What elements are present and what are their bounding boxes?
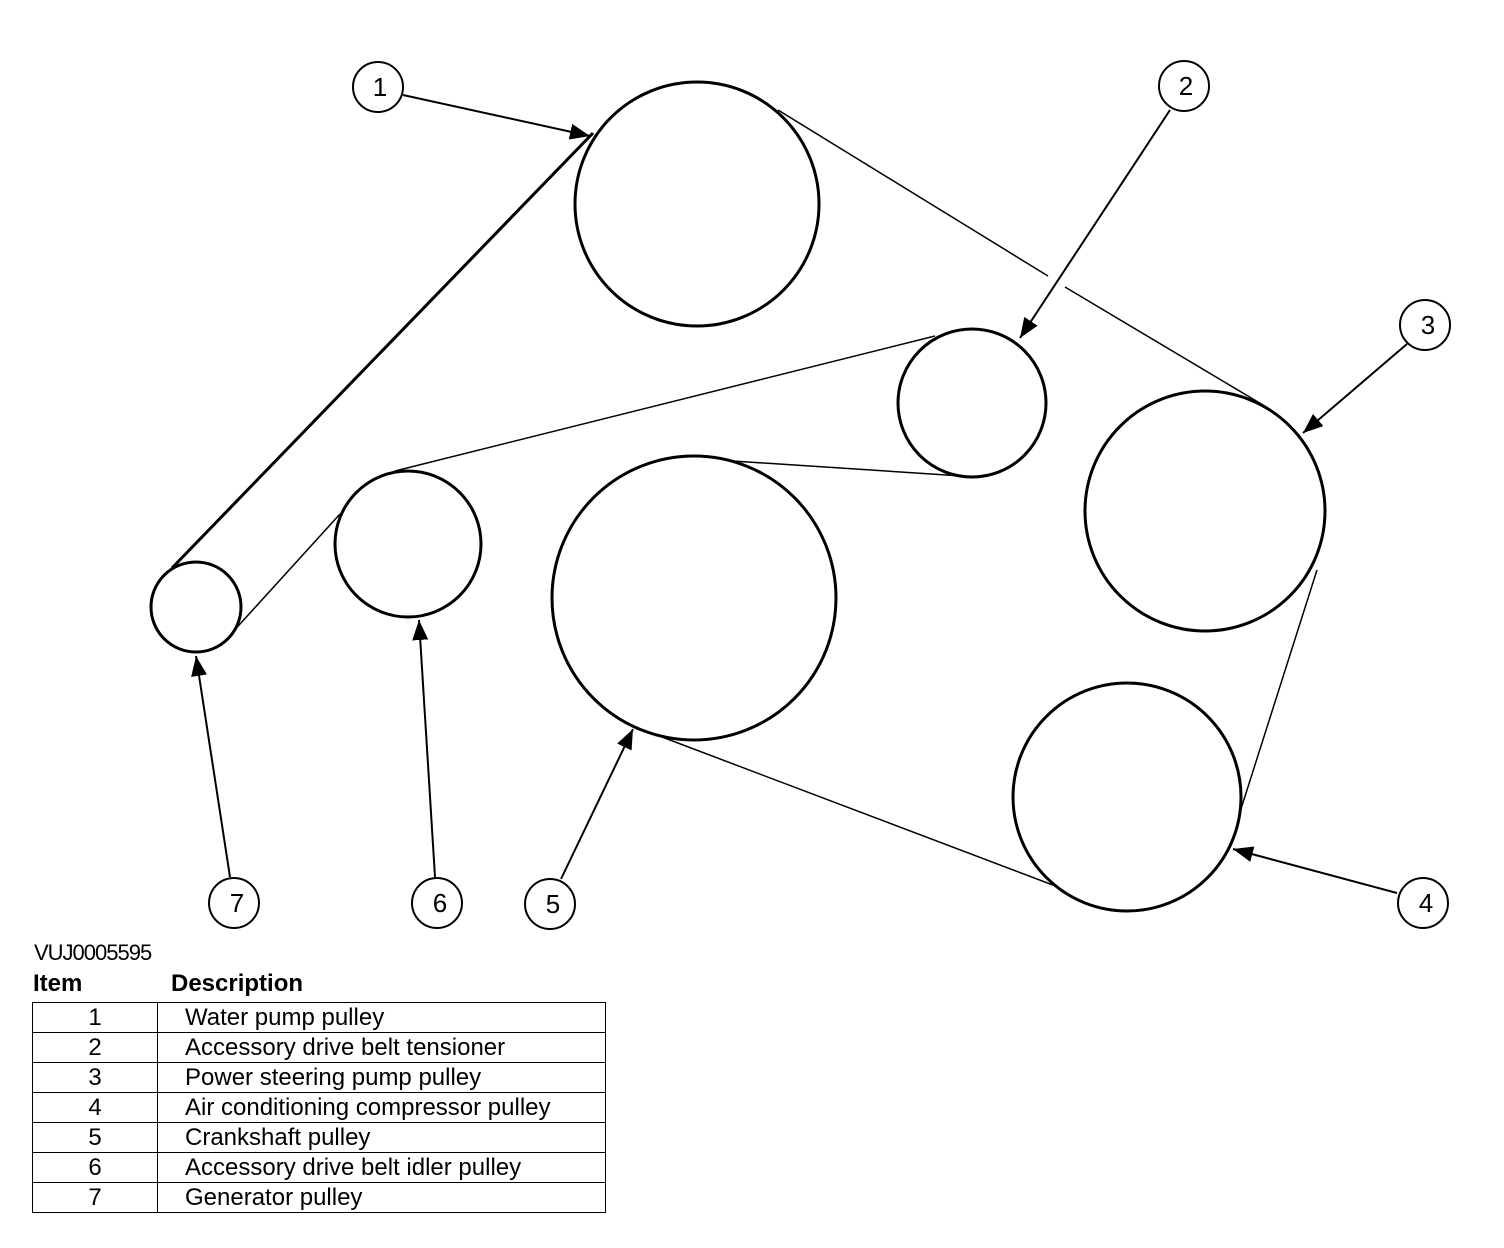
figure-id: VUJ0005595 bbox=[34, 940, 152, 965]
callout-7-label: 7 bbox=[230, 888, 244, 918]
legend-item-number: 5 bbox=[32, 1122, 158, 1153]
legend-item-description: Accessory drive belt idler pulley bbox=[157, 1152, 606, 1183]
callout-2-bubble bbox=[1158, 60, 1210, 112]
callout-5-label: 5 bbox=[546, 889, 560, 919]
callout-6-leader bbox=[412, 619, 436, 878]
water-pump-pulley bbox=[573, 80, 821, 328]
callout-3-label: 3 bbox=[1421, 310, 1435, 340]
legend-item-number: 1 bbox=[32, 1002, 158, 1033]
belt-segment bbox=[701, 458, 978, 478]
callout-6-bubble bbox=[411, 877, 463, 929]
legend-item-description: Generator pulley bbox=[157, 1182, 606, 1213]
callout-6-label: 6 bbox=[433, 888, 447, 918]
generator-pulley bbox=[149, 560, 243, 654]
callout-3-leader bbox=[1302, 343, 1408, 434]
legend-item-description: Accessory drive belt tensioner bbox=[157, 1032, 606, 1063]
legend-table: 1 Water pump pulley 2 Accessory drive be… bbox=[32, 1002, 606, 1213]
legend-header-description: Description bbox=[171, 970, 304, 997]
legend-item-number: 3 bbox=[32, 1062, 158, 1093]
legend-item-number: 7 bbox=[32, 1182, 158, 1213]
callout-5-leader bbox=[560, 728, 634, 880]
table-row: 6 Accessory drive belt idler pulley bbox=[32, 1152, 606, 1183]
belt-segment bbox=[1064, 286, 1264, 406]
legend-item-description: Crankshaft pulley bbox=[157, 1122, 606, 1153]
legend-item-number: 4 bbox=[32, 1092, 158, 1123]
power-steering-pump-pulley bbox=[1083, 389, 1327, 633]
belt-segment bbox=[1239, 569, 1318, 813]
legend-item-description: Power steering pump pulley bbox=[157, 1062, 606, 1093]
legend-header-item: Item bbox=[33, 970, 83, 997]
table-row: 1 Water pump pulley bbox=[32, 1002, 606, 1033]
legend-item-number: 2 bbox=[32, 1032, 158, 1063]
table-row: 5 Crankshaft pulley bbox=[32, 1122, 606, 1153]
legend-item-description: Air conditioning compressor pulley bbox=[157, 1092, 606, 1123]
belt-segment bbox=[170, 131, 595, 570]
ac-compressor-pulley bbox=[1011, 681, 1243, 913]
callout-7-leader bbox=[191, 655, 231, 878]
table-row: 7 Generator pulley bbox=[32, 1182, 606, 1213]
belt-tensioner-pulley bbox=[896, 327, 1048, 479]
belt-routing-diagram: 1 2 3 4 5 6 7 bbox=[149, 60, 1451, 930]
table-row: 3 Power steering pump pulley bbox=[32, 1062, 606, 1093]
belt-segment bbox=[394, 335, 936, 472]
callout-5-bubble bbox=[524, 878, 576, 930]
callout-7-bubble bbox=[208, 877, 260, 929]
callout-1-label: 1 bbox=[373, 72, 387, 102]
callout-3-bubble bbox=[1399, 299, 1451, 351]
table-row: 4 Air conditioning compressor pulley bbox=[32, 1092, 606, 1123]
callout-2-leader bbox=[1019, 109, 1171, 339]
belt-segment bbox=[229, 513, 341, 636]
callout-2-label: 2 bbox=[1179, 71, 1193, 101]
callout-4-bubble bbox=[1397, 877, 1449, 929]
callout-1-bubble bbox=[352, 61, 404, 113]
belt-segment bbox=[777, 109, 1049, 277]
legend-item-description: Water pump pulley bbox=[157, 1002, 606, 1033]
crankshaft-pulley bbox=[550, 454, 838, 742]
callout-4-leader bbox=[1232, 846, 1398, 894]
belt-segment bbox=[661, 736, 1067, 891]
callout-4-label: 4 bbox=[1419, 888, 1433, 918]
table-row: 2 Accessory drive belt tensioner bbox=[32, 1032, 606, 1063]
drive-belt bbox=[170, 109, 1318, 891]
legend-item-number: 6 bbox=[32, 1152, 158, 1183]
idler-pulley bbox=[333, 469, 483, 619]
callout-1-leader bbox=[402, 94, 591, 140]
